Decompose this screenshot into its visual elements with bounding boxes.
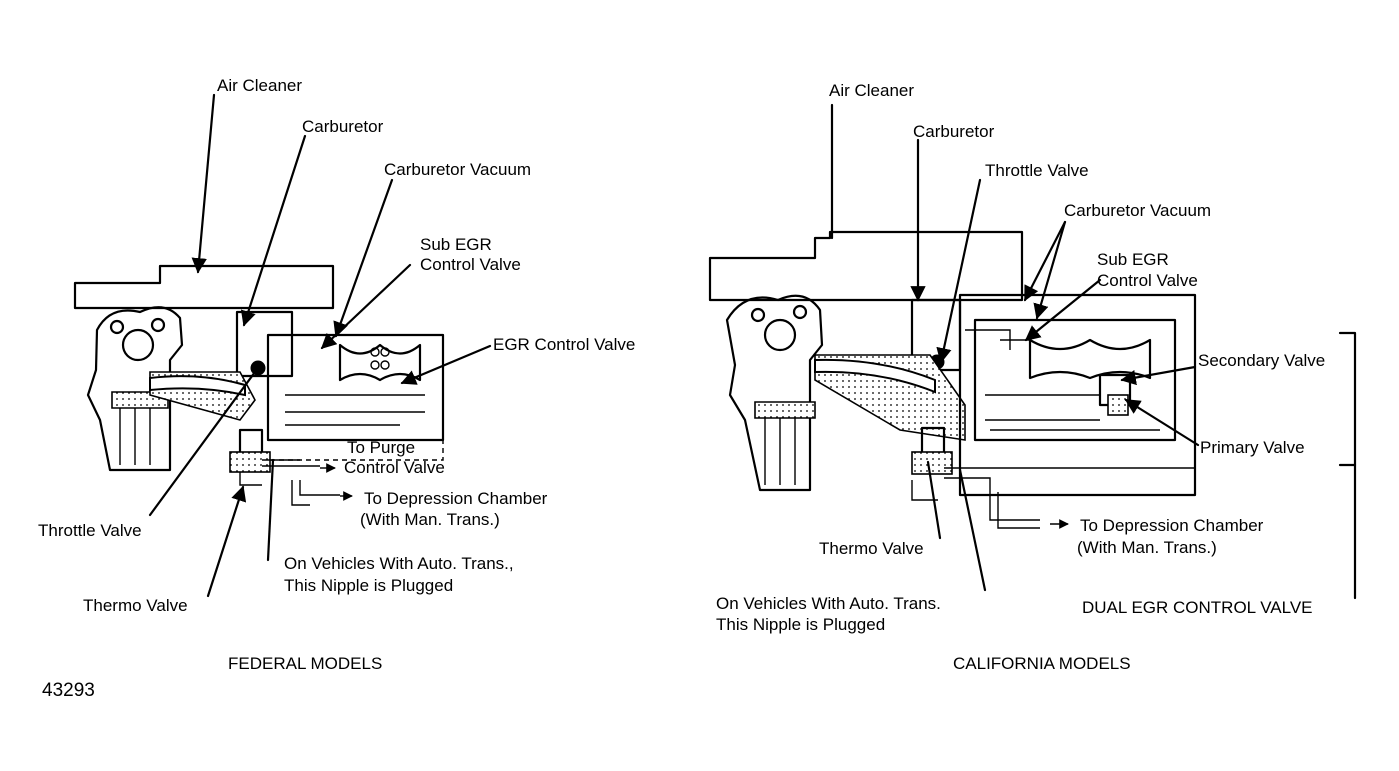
california-throttle-valve-label: Throttle Valve — [985, 161, 1089, 180]
federal-thermo-valve — [229, 428, 300, 486]
california-thermo-valve — [911, 426, 1196, 501]
federal-caption: FEDERAL MODELS — [228, 654, 382, 673]
federal-egr-control-valve-label: EGR Control Valve — [493, 335, 635, 354]
federal-carburetor-label: Carburetor — [302, 117, 384, 136]
california-auto-trans-label-line1: On Vehicles With Auto. Trans. — [716, 594, 941, 613]
federal-thermo-valve-label: Thermo Valve — [83, 596, 188, 615]
federal-air-cleaner-label: Air Cleaner — [217, 76, 302, 95]
california-carburetor-vacuum-label: Carburetor Vacuum — [1064, 201, 1211, 220]
california-depression-label-line2: (With Man. Trans.) — [1077, 538, 1217, 557]
california-caption: CALIFORNIA MODELS — [953, 654, 1131, 673]
federal-auto-trans-label-line1: On Vehicles With Auto. Trans., — [284, 554, 514, 573]
federal-purge-label-line1: To Purge — [347, 438, 415, 457]
california-thermo-valve-label: Thermo Valve — [819, 539, 924, 558]
federal-sub-egr-label-line1: Sub EGR — [420, 235, 492, 254]
federal-depression-label-line1: To Depression Chamber — [364, 489, 548, 508]
california-hoses — [989, 492, 1040, 529]
federal-hoses — [291, 465, 340, 506]
federal-purge-label-line2: Control Valve — [344, 458, 445, 477]
federal-sub-egr-label-line2: Control Valve — [420, 255, 521, 274]
california-engine-head — [725, 294, 824, 492]
california-secondary-valve-label: Secondary Valve — [1198, 351, 1325, 370]
california-dual-egr-label: DUAL EGR CONTROL VALVE — [1082, 598, 1313, 617]
federal-air-cleaner — [73, 264, 335, 310]
california-air-cleaner — [708, 230, 1024, 302]
california-diagram — [708, 103, 1357, 600]
california-auto-trans-label-line2: This Nipple is Plugged — [716, 615, 885, 634]
federal-diagram — [73, 93, 492, 598]
california-sub-egr-label-line1: Sub EGR — [1097, 250, 1169, 269]
california-primary-valve-label: Primary Valve — [1200, 438, 1305, 457]
federal-intake-pipe — [149, 371, 256, 421]
california-carburetor-label: Carburetor — [913, 122, 995, 141]
federal-leaders — [148, 93, 492, 598]
federal-depression-label-line2: (With Man. Trans.) — [360, 510, 500, 529]
figure-number: 43293 — [42, 680, 95, 701]
federal-egr-control-valve-body — [266, 333, 445, 461]
california-intake-pipe — [814, 354, 966, 441]
california-depression-label-line1: To Depression Chamber — [1080, 516, 1264, 535]
california-dual-egr-control-valve-body — [958, 293, 1197, 497]
federal-carburetor-vacuum-label: Carburetor Vacuum — [384, 160, 531, 179]
federal-auto-trans-label-line2: This Nipple is Plugged — [284, 576, 453, 595]
california-sub-egr-label-line2: Control Valve — [1097, 271, 1198, 290]
california-leaders — [830, 103, 1357, 600]
california-air-cleaner-label: Air Cleaner — [829, 81, 914, 100]
federal-throttle-valve-label: Throttle Valve — [38, 521, 142, 540]
